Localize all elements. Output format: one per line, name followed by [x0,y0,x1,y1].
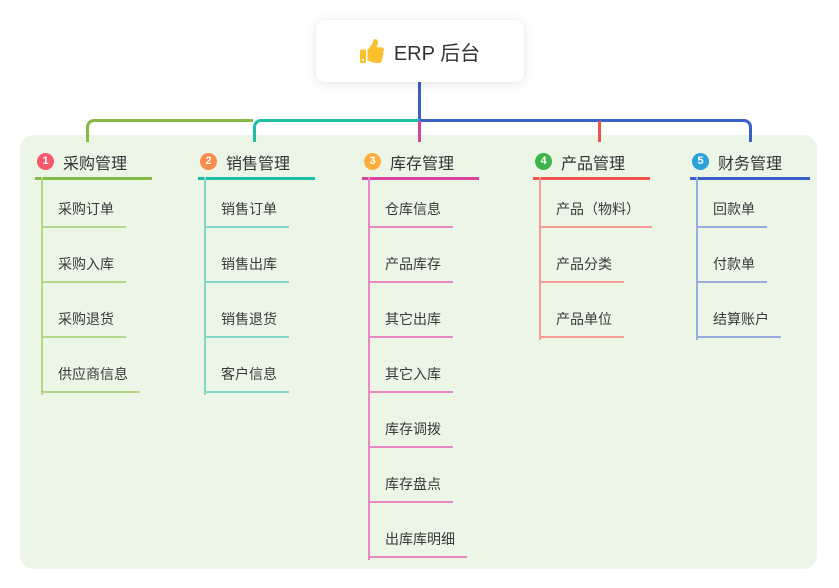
root-label: ERP 后台 [393,42,481,65]
child-node[interactable]: 付款单 [696,243,767,283]
branch-title: 库存管理 [390,155,455,173]
connector-branch-1 [86,119,253,142]
branch-inventory: 3 库存管理 仓库信息 产品库存 其它出库 其它入库 库存调拨 库存盘点 出库库… [362,0,512,588]
child-node[interactable]: 采购入库 [41,243,126,283]
branch-number-badge: 1 [37,153,54,170]
branch-purchase: 1 采购管理 采购订单 采购入库 采购退货 供应商信息 [35,0,185,588]
branch-title: 采购管理 [63,155,128,173]
branch-header-sales[interactable]: 2 销售管理 [198,146,315,180]
connector-branch-5 [420,119,752,142]
branch-number-badge: 2 [200,153,217,170]
root-node[interactable]: ERP 后台 [316,20,524,82]
child-node[interactable]: 库存盘点 [368,463,453,503]
branch-product: 4 产品管理 产品（物料） 产品分类 产品单位 [533,0,683,588]
child-node[interactable]: 其它出库 [368,298,453,338]
branch-header-finance[interactable]: 5 财务管理 [690,146,810,180]
branch-header-purchase[interactable]: 1 采购管理 [35,146,152,180]
branch-title: 产品管理 [561,155,626,173]
child-node[interactable]: 产品库存 [368,243,453,283]
thumbs-up-icon [359,39,384,63]
branch-header-product[interactable]: 4 产品管理 [533,146,650,180]
child-node[interactable]: 销售退货 [204,298,289,338]
child-node[interactable]: 产品单位 [539,298,624,338]
child-node[interactable]: 销售订单 [204,188,289,228]
child-node[interactable]: 采购订单 [41,188,126,228]
branch-header-inventory[interactable]: 3 库存管理 [362,146,479,180]
connector-root-line [418,82,421,120]
child-node[interactable]: 客户信息 [204,353,289,393]
child-node[interactable]: 供应商信息 [41,353,140,393]
connector-branch-3 [418,121,421,142]
branch-number-badge: 5 [692,153,709,170]
branch-sales: 2 销售管理 销售订单 销售出库 销售退货 客户信息 [198,0,348,588]
connector-branch-4 [598,121,601,142]
connector-branch-2 [253,119,420,142]
child-node[interactable]: 产品分类 [539,243,624,283]
child-node[interactable]: 库存调拨 [368,408,453,448]
branch-title: 销售管理 [226,155,291,173]
child-node[interactable]: 采购退货 [41,298,126,338]
child-node[interactable]: 结算账户 [696,298,781,338]
child-node[interactable]: 产品（物料） [539,188,652,228]
branches-panel [20,135,817,569]
child-node[interactable]: 销售出库 [204,243,289,283]
branch-number-badge: 4 [535,153,552,170]
branch-number-badge: 3 [364,153,381,170]
child-node[interactable]: 出库库明细 [368,518,467,558]
branch-title: 财务管理 [718,155,783,173]
child-node[interactable]: 其它入库 [368,353,453,393]
child-node[interactable]: 回款单 [696,188,767,228]
child-node[interactable]: 仓库信息 [368,188,453,228]
